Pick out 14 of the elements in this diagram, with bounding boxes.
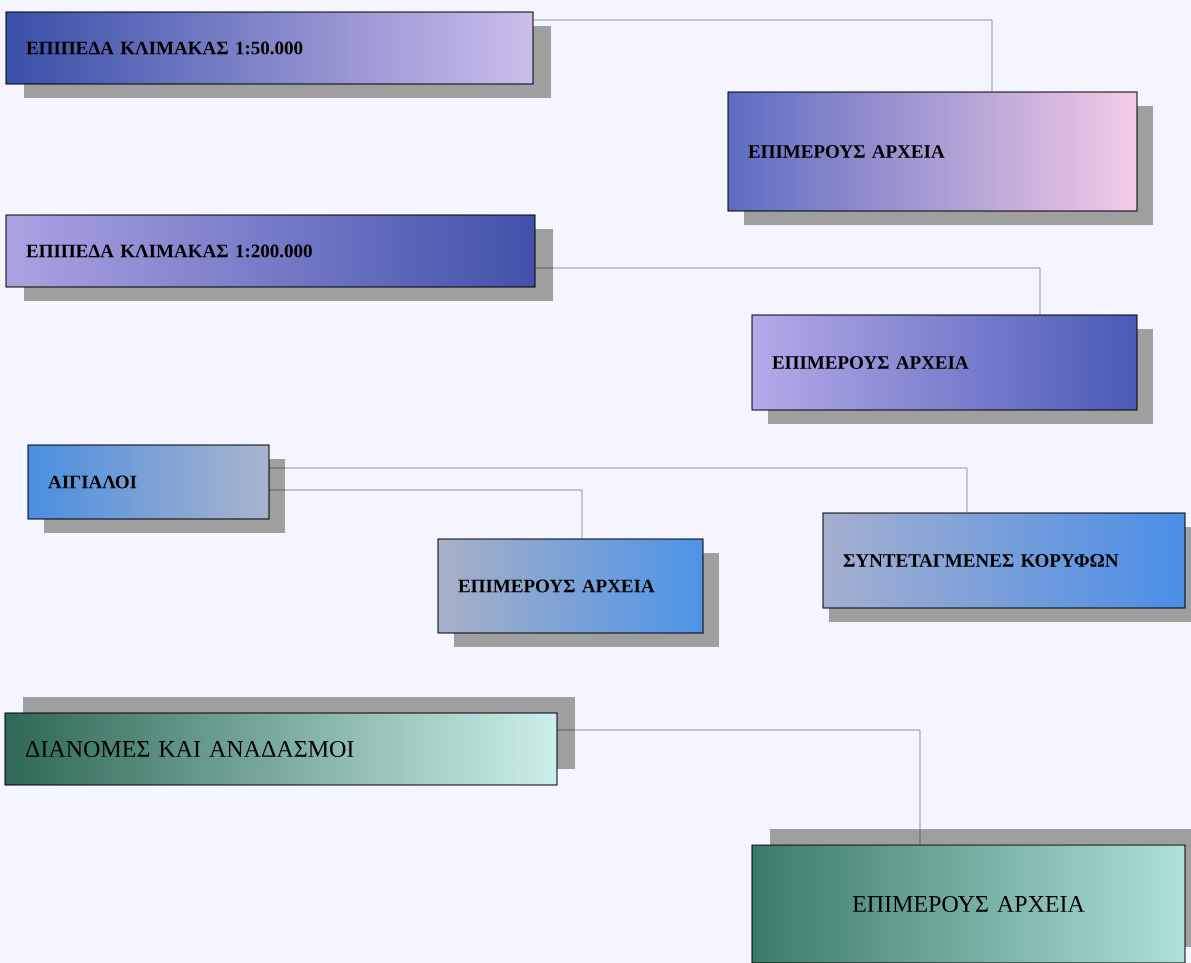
process-box: ΕΠΙΠΕΔΑ ΚΛΙΜΑΚΑΣ 1:50.000 xyxy=(5,11,551,98)
process-box: ΕΠΙΜΕΡΟΥΣ ΑΡΧΕΙΑ xyxy=(727,91,1153,225)
process-box: ΑΙΓΙΑΛΟΙ xyxy=(27,444,285,533)
process-box: ΕΠΙΠΕΔΑ ΚΛΙΜΑΚΑΣ 1:200.000 xyxy=(5,214,553,301)
connector-line xyxy=(533,19,993,92)
process-box: ΣΥΝΤΕΤΑΓΜΕΝΕΣ ΚΟΡΥΦΩΝ xyxy=(822,512,1191,622)
process-box: ΕΠΙΜΕΡΟΥΣ ΑΡΧΕΙΑ xyxy=(751,314,1153,424)
process-box: ΔΙΑΝΟΜΕΣ ΚΑΙ ΑΝΑΔΑΣΜΟΙ xyxy=(4,697,575,786)
connector-line xyxy=(269,467,968,513)
process-box: ΕΠΙΜΕΡΟΥΣ ΑΡΧΕΙΑ xyxy=(437,538,719,647)
process-box: ΕΠΙΜΕΡΟΥΣ ΑΡΧΕΙΑ xyxy=(751,829,1191,963)
connector-line xyxy=(269,489,583,539)
connector-line xyxy=(535,267,1041,315)
connector-line xyxy=(557,729,921,845)
